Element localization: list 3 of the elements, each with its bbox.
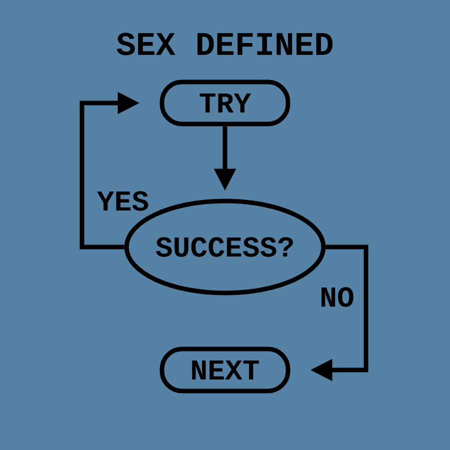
terminal-box: NEXT (160, 346, 290, 394)
terminal-box: TRY (160, 80, 290, 126)
title: SEX DEFINED (116, 32, 333, 56)
